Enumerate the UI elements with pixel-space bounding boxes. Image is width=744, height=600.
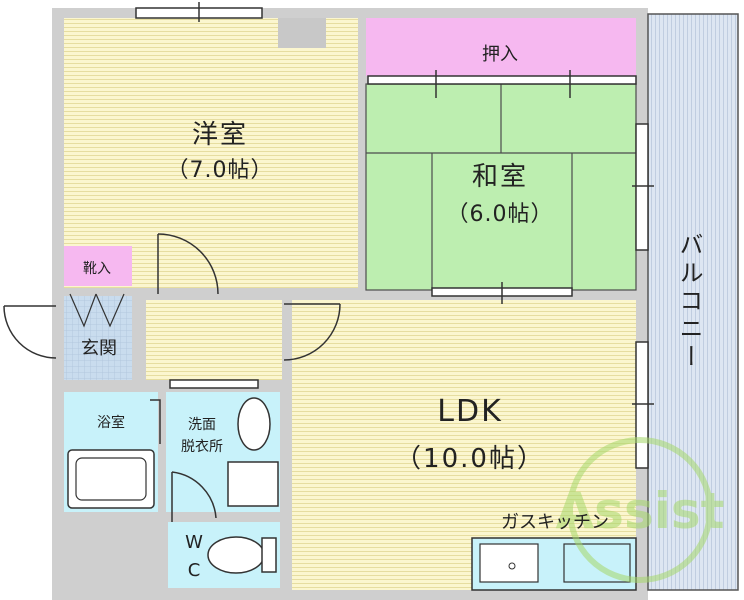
washing-machine-pan [227, 461, 279, 507]
wc-label-line2: C [187, 560, 201, 581]
western-room-floor [64, 18, 358, 288]
storage-space [64, 522, 158, 588]
entrance-closet-doors [69, 293, 125, 328]
bath-label: 浴室 [97, 415, 125, 431]
watermark-text: Assist [555, 482, 724, 540]
window-ticks [198, 2, 654, 405]
toilet-bowl [207, 536, 265, 574]
kitchen-sink [479, 543, 539, 583]
closet-label: 押入 [482, 44, 518, 65]
ldk-name: LDK [437, 394, 503, 429]
balcony-floor [647, 13, 739, 591]
entrance-label: 玄関 [81, 338, 117, 359]
western-room-size: （7.0帖） [166, 158, 274, 183]
hallway-floor [146, 300, 282, 380]
kitchen-label: ガスキッチン [501, 512, 609, 533]
entrance-floor [64, 296, 132, 380]
wc-label-line1: W [185, 532, 203, 553]
watermark-logo: Assist [555, 437, 725, 583]
toilet-tank [261, 537, 277, 573]
balcony-label: バルコニー [675, 232, 703, 372]
washroom-label-line1: 洗面 [188, 417, 216, 433]
pillar [278, 18, 326, 48]
western-room-name: 洋室 [191, 120, 248, 150]
japanese-room-name: 和室 [471, 162, 528, 192]
door-swings [3, 233, 341, 522]
washroom-label-line2: 脱衣所 [181, 439, 223, 455]
shoe-closet-label: 靴入 [83, 261, 111, 277]
wash-basin [237, 397, 271, 451]
japanese-room-size: （6.0帖） [446, 202, 554, 227]
shoe-closet [64, 246, 132, 286]
closet-area [366, 18, 636, 76]
ldk-size: （10.0帖） [395, 444, 545, 474]
